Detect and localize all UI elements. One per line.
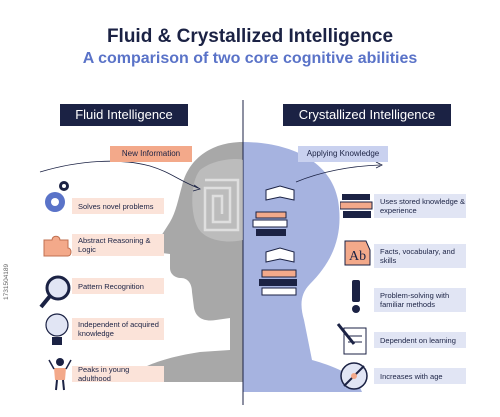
fluid-item-2: Abstract Reasoning & Logic	[72, 234, 164, 256]
compass-icon	[340, 362, 368, 390]
crystal-heading: Crystallized Intelligence	[283, 104, 451, 126]
fluid-item-3: Pattern Recognition	[72, 278, 164, 294]
pen-document-icon	[336, 323, 367, 355]
books-stack-icon	[252, 185, 297, 296]
fluid-heading: Fluid Intelligence	[60, 104, 188, 126]
puzzle-icon	[43, 235, 72, 257]
crystal-item-2: Facts, vocabulary, and skills	[374, 244, 466, 268]
crystal-item-1: Uses stored knowledge & experience	[374, 194, 466, 218]
page-title: Fluid & Crystallized Intelligence	[106, 26, 394, 47]
gears-icon	[45, 181, 69, 212]
person-icon	[48, 358, 72, 391]
page-subtitle: A comparison of two core cognitive abili…	[82, 50, 418, 67]
crystal-item-4: Dependent on learning	[374, 332, 466, 348]
svg-text:Ab: Ab	[349, 249, 366, 264]
crystal-flow-arrow	[295, 164, 381, 183]
fluid-item-5: Peaks in young adulthood	[72, 365, 164, 383]
fluid-item-4: Independent of acquired knowledge	[72, 318, 164, 340]
books-icon	[340, 194, 373, 218]
crystal-item-5: Increases with age	[374, 368, 466, 384]
letters-icon: Ab	[344, 240, 371, 266]
fluid-tag: New Information	[110, 146, 192, 162]
magnifier-icon	[39, 275, 71, 309]
fluid-flow-arrow	[39, 160, 199, 189]
crystal-item-3: Problem-solving with familiar methods	[374, 288, 466, 312]
lightbulb-icon	[45, 313, 69, 345]
crystal-tag: Applying Knowledge	[298, 146, 388, 162]
exclamation-icon	[352, 280, 360, 313]
fluid-item-1: Solves novel problems	[72, 198, 164, 214]
